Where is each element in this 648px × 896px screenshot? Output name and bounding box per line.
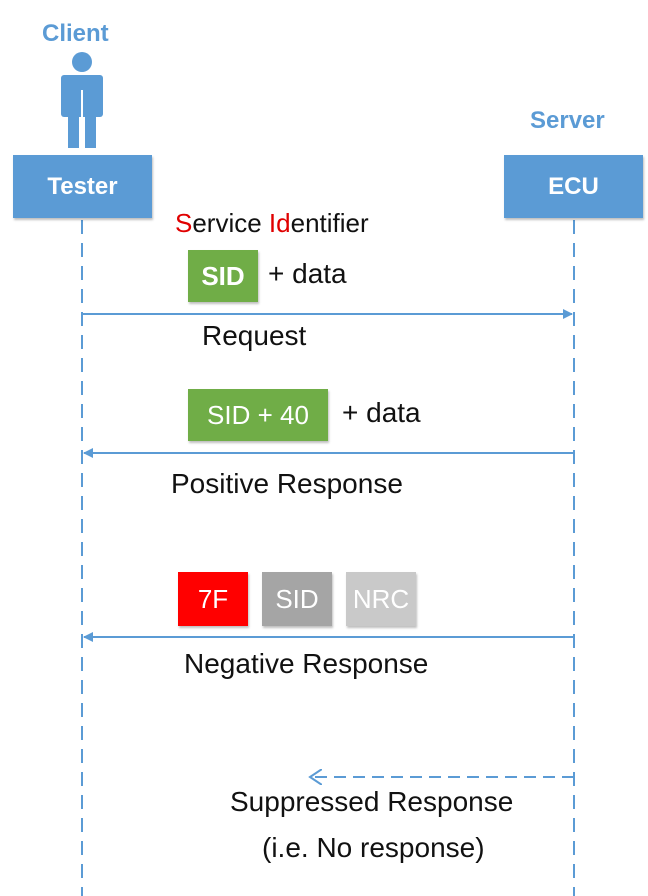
request-data-text: + data [268, 258, 347, 289]
request-sid-tag: SID [188, 250, 258, 302]
server-role-label: Server [530, 107, 605, 134]
service-rest: ervice [192, 208, 269, 238]
positive-sid-tag: SID + 40 [188, 389, 328, 441]
service-identifier-caption: Service Identifier [175, 208, 369, 239]
positive-response-label: Positive Response [171, 468, 403, 499]
negative-nrc-text: NRC [352, 583, 410, 614]
ecu-box: ECU [504, 155, 643, 218]
negative-response-label: Negative Response [184, 648, 429, 679]
negative-7f-tag: 7F [178, 572, 248, 626]
positive-sid-text: SID + 40 [207, 399, 309, 430]
ecu-label: ECU [548, 172, 599, 200]
identifier-rest: entifier [290, 208, 369, 238]
request-label: Request [202, 320, 307, 351]
positive-data-text: + data [342, 397, 421, 428]
identifier-id-letters: Id [268, 208, 291, 238]
suppressed-response-label: Suppressed Response [230, 786, 514, 817]
suppressed-response-note: (i.e. No response) [262, 832, 485, 863]
tester-box: Tester [13, 155, 152, 218]
tester-label: Tester [47, 172, 118, 200]
request-sid-text: SID [201, 260, 245, 291]
negative-nrc-tag: NRC [346, 572, 416, 626]
negative-sid-text: SID [275, 583, 319, 614]
service-s-letter: S [175, 208, 193, 238]
negative-7f-text: 7F [197, 583, 229, 614]
client-role-label: Client [42, 20, 109, 47]
negative-sid-tag: SID [262, 572, 332, 626]
